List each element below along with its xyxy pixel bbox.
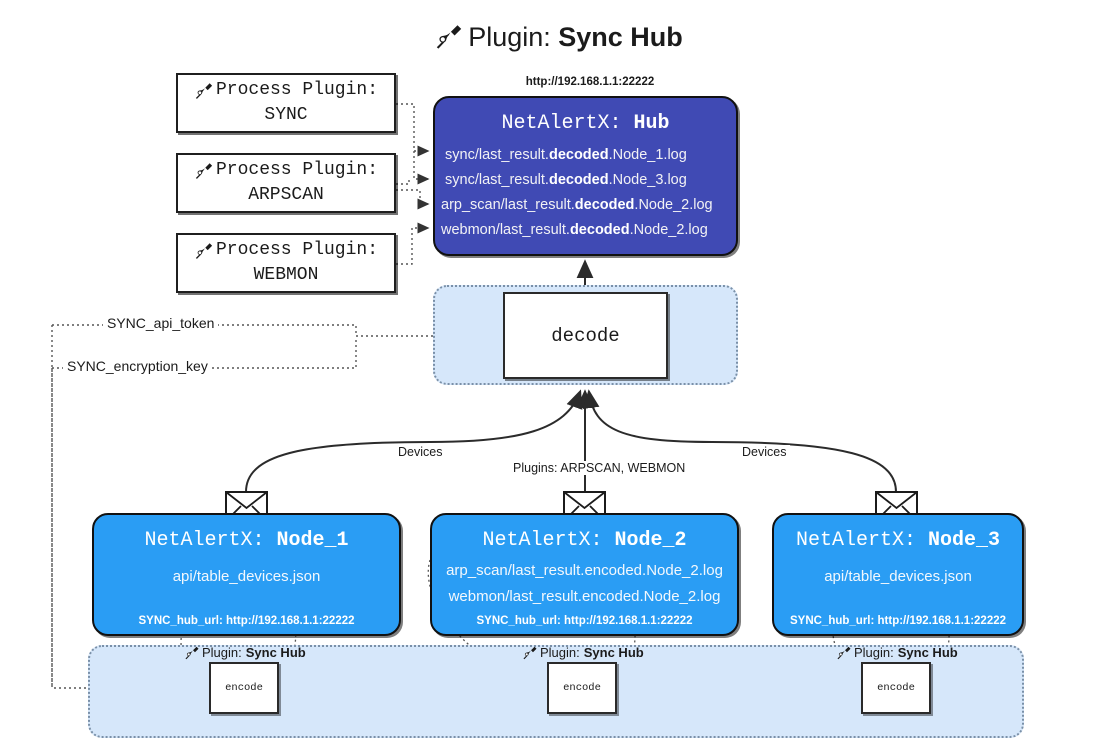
encode-box-1[interactable]: encode (209, 662, 279, 714)
decode-box[interactable]: decode (503, 292, 668, 379)
plug-icon (836, 645, 852, 660)
process-plugin-value: SYNC (264, 105, 308, 125)
process-plugin-label: Process Plugin: (215, 80, 379, 100)
node-title: NetAlertX: Node_2 (432, 529, 737, 552)
node-footer: SYNC_hub_url: http://192.168.1.1:22222 (138, 615, 355, 627)
hub-row-em: decoded (574, 197, 635, 213)
hub-title: NetAlertX: Hub (435, 112, 736, 135)
page-title-value: Sync Hub (558, 22, 683, 52)
hub-row: arp_scan/last_result.decoded.Node_2.log (435, 193, 736, 218)
encode-box-2[interactable]: encode (547, 662, 617, 714)
hub-row-post: .Node_3.log (608, 172, 687, 188)
hub-row-post: .Node_2.log (634, 197, 713, 213)
page-title: Plugin: Sync Hub (0, 16, 1117, 62)
encoder-label: Plugin: (854, 645, 894, 660)
sync-api-token-label: SYNC_api_token (103, 315, 219, 331)
plug-icon (194, 161, 214, 180)
edge-label-plugins-center: Plugins: ARPSCAN, WEBMON (509, 461, 690, 475)
sync-encryption-key-label: SYNC_encryption_key (63, 358, 212, 374)
encoder-value: Sync Hub (583, 645, 644, 660)
node-title-value: Node_2 (614, 529, 687, 552)
hub-title-value: Hub (633, 112, 670, 135)
hub-row-em: decoded (548, 147, 609, 163)
process-plugin-value: ARPSCAN (248, 185, 324, 205)
node-title: NetAlertX: Node_3 (774, 529, 1022, 552)
hub-row-pre: arp_scan/last_result. (441, 197, 575, 213)
hub-row-pre: webmon/last_result. (441, 222, 570, 238)
encoder-plugin-label-2: Plugin: Sync Hub (522, 645, 644, 660)
plug-icon (184, 645, 200, 660)
process-plugin-box-webmon[interactable]: Process Plugin: WEBMON (176, 233, 396, 293)
hub-row-pre: sync/last_result. (445, 147, 549, 163)
hub-url-label: http://192.168.1.1:22222 (525, 76, 655, 88)
encoder-label: Plugin: (540, 645, 580, 660)
hub-row: webmon/last_result.decoded.Node_2.log (435, 218, 736, 243)
hub-row-list: sync/last_result.decoded.Node_1.log sync… (435, 143, 736, 243)
encoder-value: Sync Hub (245, 645, 306, 660)
node-line: arp_scan/last_result.encoded.Node_2.log (446, 562, 723, 579)
process-plugin-box-arpscan[interactable]: Process Plugin: ARPSCAN (176, 153, 396, 213)
node-line-list: arp_scan/last_result.encoded.Node_2.log … (432, 558, 737, 610)
hub-row-post: .Node_1.log (608, 147, 687, 163)
plug-icon (194, 241, 214, 260)
plug-icon (194, 81, 214, 100)
plug-icon (522, 645, 538, 660)
node-title-label: NetAlertX: (144, 529, 265, 552)
node-line-list: api/table_devices.json (774, 564, 1022, 590)
node-footer: SYNC_hub_url: http://192.168.1.1:22222 (789, 615, 1007, 627)
edge-label-devices-right: Devices (738, 445, 791, 459)
encoder-plugin-label-1: Plugin: Sync Hub (184, 645, 306, 660)
node-box-node-2[interactable]: NetAlertX: Node_2 arp_scan/last_result.e… (430, 513, 739, 636)
node-line-list: api/table_devices.json (94, 564, 399, 590)
node-title-label: NetAlertX: (482, 529, 603, 552)
node-box-node-3[interactable]: NetAlertX: Node_3 api/table_devices.json… (772, 513, 1024, 636)
process-plugin-label: Process Plugin: (215, 240, 379, 260)
edge-label-devices-left: Devices (394, 445, 447, 459)
node-footer: SYNC_hub_url: http://192.168.1.1:22222 (476, 615, 693, 627)
process-plugin-box-sync[interactable]: Process Plugin: SYNC (176, 73, 396, 133)
hub-title-label: NetAlertX: (501, 112, 622, 135)
node-title-value: Node_1 (276, 529, 349, 552)
hub-row: sync/last_result.decoded.Node_1.log (435, 143, 736, 168)
hub-row-pre: sync/last_result. (445, 172, 549, 188)
node-line: webmon/last_result.encoded.Node_2.log (448, 588, 721, 605)
plug-icon (434, 20, 464, 62)
hub-row: sync/last_result.decoded.Node_3.log (435, 168, 736, 193)
process-plugin-label: Process Plugin: (215, 160, 379, 180)
hub-row-em: decoded (569, 222, 630, 238)
process-plugin-value: WEBMON (253, 265, 319, 285)
encoder-plugin-label-3: Plugin: Sync Hub (836, 645, 958, 660)
encode-box-3[interactable]: encode (861, 662, 931, 714)
hub-node[interactable]: NetAlertX: Hub sync/last_result.decoded.… (433, 96, 738, 256)
node-line: api/table_devices.json (824, 568, 972, 585)
hub-row-post: .Node_2.log (629, 222, 708, 238)
encoder-value: Sync Hub (897, 645, 958, 660)
encoder-label: Plugin: (202, 645, 242, 660)
page-title-label: Plugin: (468, 22, 551, 52)
hub-row-em: decoded (548, 172, 609, 188)
node-line: api/table_devices.json (172, 568, 321, 585)
node-title-value: Node_3 (928, 529, 1001, 552)
node-box-node-1[interactable]: NetAlertX: Node_1 api/table_devices.json… (92, 513, 401, 636)
node-title-label: NetAlertX: (795, 529, 916, 552)
node-title: NetAlertX: Node_1 (94, 529, 399, 552)
